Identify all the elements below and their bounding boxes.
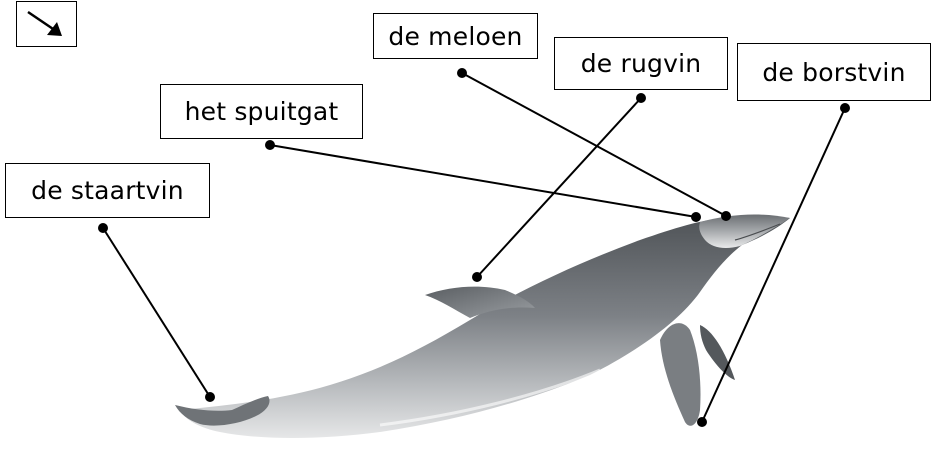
dot-borstvin-end <box>697 417 707 427</box>
dot-borstvin-start <box>840 103 850 113</box>
label-meloen: de meloen <box>373 13 538 59</box>
dot-meloen-end <box>721 211 731 221</box>
dot-spuitgat-start <box>265 140 275 150</box>
label-spuitgat: het spuitgat <box>160 84 363 139</box>
dot-meloen-start <box>457 68 467 78</box>
dot-rugvin-start <box>636 93 646 103</box>
dolphin-head <box>699 215 790 248</box>
dot-spuitgat-end <box>691 212 701 222</box>
label-borstvin: de borstvin <box>737 43 931 101</box>
dot-rugvin-end <box>472 272 482 282</box>
dot-staartvin-start <box>98 223 108 233</box>
leader-borstvin <box>702 108 845 422</box>
arrow-down-right-icon <box>16 1 77 47</box>
dolphin-pectoral-fin <box>660 323 701 426</box>
dot-staartvin-end <box>205 392 215 402</box>
label-staartvin: de staartvin <box>5 163 210 218</box>
leader-staartvin <box>103 228 210 397</box>
label-rugvin: de rugvin <box>554 37 728 90</box>
leader-spuitgat <box>270 145 696 217</box>
leader-meloen <box>462 73 726 216</box>
